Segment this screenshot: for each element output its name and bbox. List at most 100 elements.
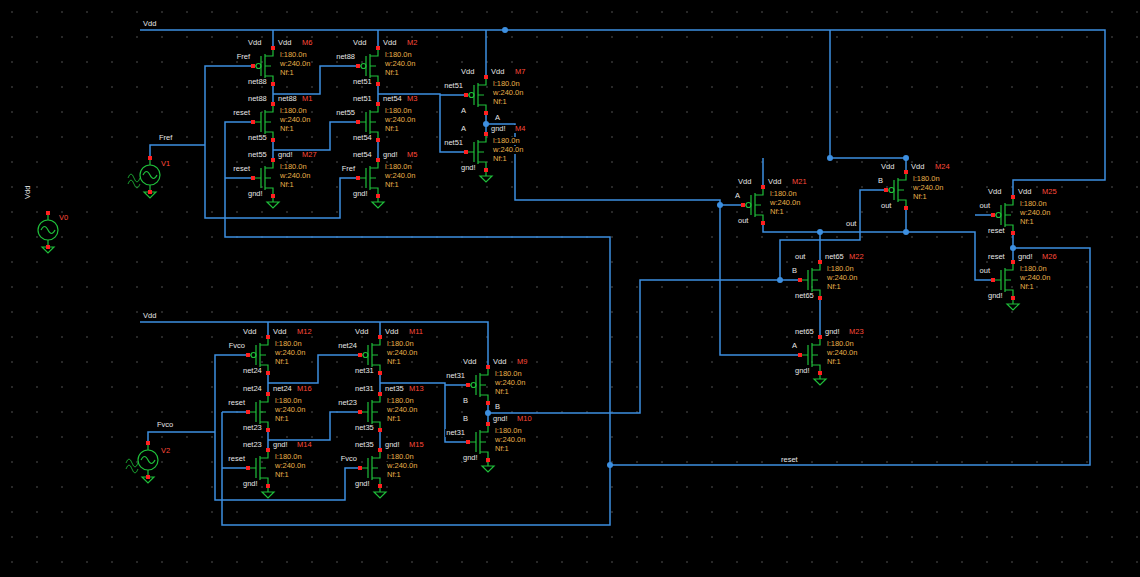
device-parameter: Nf:1 (279, 125, 295, 133)
pin-net-label: net51 (352, 78, 373, 86)
pin (378, 335, 382, 339)
transistor-body (468, 367, 488, 403)
instance-name: M7 (514, 68, 526, 76)
pin (761, 185, 765, 189)
pmos-bubble (471, 383, 476, 388)
pin-net-label: net65 (794, 292, 815, 300)
pin-net-label: Vdd (490, 68, 505, 76)
instance-name: M14 (296, 441, 313, 449)
pmos-bubble (256, 64, 261, 69)
device-parameter: w:240.0n (384, 60, 416, 68)
pin (148, 156, 152, 160)
pin-net-label: A (460, 107, 467, 115)
device-parameter: l:180.0n (494, 370, 523, 378)
net35-wire (379, 430, 381, 450)
instance-name: M27 (301, 151, 318, 159)
device-parameter: w:240.0n (279, 60, 311, 68)
out-wire (763, 208, 993, 280)
pin (378, 448, 382, 452)
device-parameter: l:180.0n (912, 175, 941, 183)
pin-net-label: B (877, 177, 884, 185)
pin (818, 335, 822, 339)
vdd-source-symbol (38, 211, 58, 253)
pin-net-label: A (460, 125, 467, 133)
pin-net-label: B (462, 397, 469, 405)
pin-net-label: Vdd (767, 178, 782, 186)
device-parameter: Nf:1 (384, 181, 400, 189)
instance-name: M1 (301, 95, 313, 103)
net51-wire (378, 84, 466, 152)
pin (741, 203, 745, 207)
wires (140, 30, 1105, 525)
pin (486, 401, 490, 405)
junction-dot (1010, 245, 1016, 251)
device-parameter: l:180.0n (386, 453, 415, 461)
device-parameter: l:180.0n (492, 137, 521, 145)
sine-mark (128, 174, 140, 188)
pin (484, 111, 488, 115)
pmos-bubble (251, 353, 256, 358)
pin (251, 64, 255, 68)
fref-wire (150, 66, 358, 218)
pin (761, 221, 765, 225)
pmos-bubble (361, 64, 366, 69)
pin (991, 278, 995, 282)
pin-net-label: net23 (242, 441, 263, 449)
device-parameter: l:180.0n (274, 453, 303, 461)
pin (148, 190, 152, 194)
instance-name: M26 (1041, 253, 1058, 261)
pin-net-label: Vdd (987, 188, 1002, 196)
net55-wire (273, 122, 358, 160)
junction-dot (827, 155, 833, 161)
instance-name: M10 (516, 415, 533, 423)
pmos-bubble (889, 188, 894, 193)
pin-net-label: gnd! (352, 190, 369, 198)
junction-dot (903, 155, 909, 161)
pin (271, 138, 275, 142)
device-parameter: w:240.0n (386, 462, 418, 470)
fref-source-symbol (128, 156, 160, 198)
vdd-wire (140, 322, 488, 367)
sources (38, 156, 160, 483)
device-parameter: Nf:1 (1019, 218, 1035, 226)
pin (466, 383, 470, 387)
junction-dot (777, 277, 783, 283)
pin-net-label: Fvco (340, 455, 358, 463)
instance-name: M6 (301, 39, 313, 47)
pin-net-label: Vdd (354, 328, 369, 336)
pin (376, 138, 380, 142)
net-label: B (494, 403, 501, 411)
pin-net-label: gnd! (824, 328, 841, 336)
pin (358, 410, 362, 414)
pin-net-label: Vdd (352, 39, 367, 47)
device-parameter: w:240.0n (1019, 274, 1051, 282)
fvco-source-symbol (126, 441, 158, 483)
pin-net-label: A (734, 192, 741, 200)
pin-net-label: B (462, 415, 469, 423)
pin (356, 64, 360, 68)
instance-name: M2 (406, 39, 418, 47)
transistor-symbol (464, 132, 492, 182)
pin (266, 335, 270, 339)
device-parameter: l:180.0n (274, 340, 303, 348)
device-parameter: Nf:1 (494, 388, 510, 396)
device-parameter: w:240.0n (912, 184, 944, 192)
pmos-bubble (363, 353, 368, 358)
device-parameter: l:180.0n (384, 163, 413, 171)
junction-dot (485, 410, 491, 416)
pin-net-label: net55 (335, 109, 356, 117)
pin-net-label: net51 (352, 95, 373, 103)
device-parameter: l:180.0n (384, 51, 413, 59)
device-parameter: l:180.0n (279, 163, 308, 171)
pin-net-label: net55 (247, 134, 268, 142)
pin-net-label: Fref (236, 53, 251, 61)
pin (884, 188, 888, 192)
a-wire (486, 113, 800, 355)
pin-net-label: net88 (247, 78, 268, 86)
transistor-body (993, 262, 1019, 310)
b-wire (488, 190, 886, 424)
pin-net-label: gnd! (987, 292, 1004, 300)
pin (266, 428, 270, 432)
